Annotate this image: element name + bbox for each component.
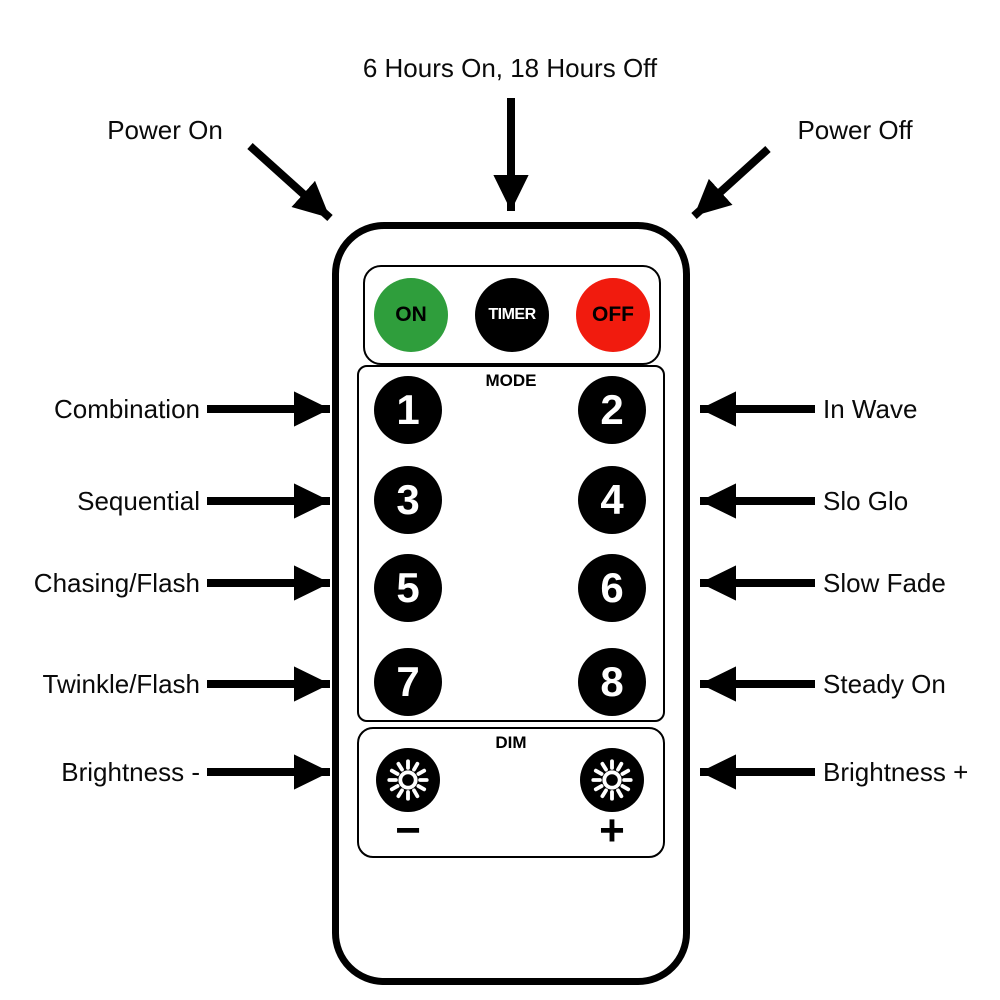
label-twinkle-flash: Twinkle/Flash xyxy=(42,669,201,699)
mode-button-2: 2 xyxy=(578,376,646,444)
label-slo-glo: Slo Glo xyxy=(823,486,909,516)
arrow-power-off xyxy=(691,146,771,219)
label-brightness-plus: Brightness + xyxy=(823,757,969,787)
dim-up-button xyxy=(580,748,644,812)
mode-button-5: 5 xyxy=(374,554,442,622)
mode-button-1: 1 xyxy=(374,376,442,444)
dim-panel-title: DIM xyxy=(495,733,527,752)
dim-down-button xyxy=(376,748,440,812)
label-chasing-flash: Chasing/Flash xyxy=(33,568,200,598)
mode-button-6: 6 xyxy=(578,554,646,622)
mode-button-7: 7 xyxy=(374,648,442,716)
sun-burst-icon xyxy=(387,759,429,801)
label-in-wave: In Wave xyxy=(823,394,918,424)
timer-button: TIMER xyxy=(475,278,549,352)
label-combination: Combination xyxy=(54,394,200,424)
mode-button-8: 8 xyxy=(578,648,646,716)
mode-button-3: 3 xyxy=(374,466,442,534)
dim-plus-sign: + xyxy=(599,806,625,855)
label-power-off: Power Off xyxy=(797,115,913,145)
label-timer-function: 6 Hours On, 18 Hours Off xyxy=(362,53,658,83)
on-button: ON xyxy=(374,278,448,352)
power-panel: ON TIMER OFF xyxy=(363,265,661,365)
label-brightness-minus: Brightness - xyxy=(61,757,200,787)
mode-panel-title: MODE xyxy=(485,371,537,390)
dim-panel: DIM xyxy=(357,727,665,858)
off-button: OFF xyxy=(576,278,650,352)
label-steady-on: Steady On xyxy=(823,669,946,699)
label-slow-fade: Slow Fade xyxy=(823,568,946,598)
sun-burst-icon xyxy=(591,759,633,801)
mode-button-4: 4 xyxy=(578,466,646,534)
mode-panel: MODE 1 2 3 4 5 6 7 8 xyxy=(357,365,665,722)
arrow-power-on xyxy=(247,143,333,221)
label-sequential: Sequential xyxy=(77,486,200,516)
label-power-on: Power On xyxy=(107,115,223,145)
remote-body: ON TIMER OFF MODE 1 2 3 4 5 6 7 8 DIM xyxy=(332,222,690,985)
dim-minus-sign: − xyxy=(395,806,421,855)
